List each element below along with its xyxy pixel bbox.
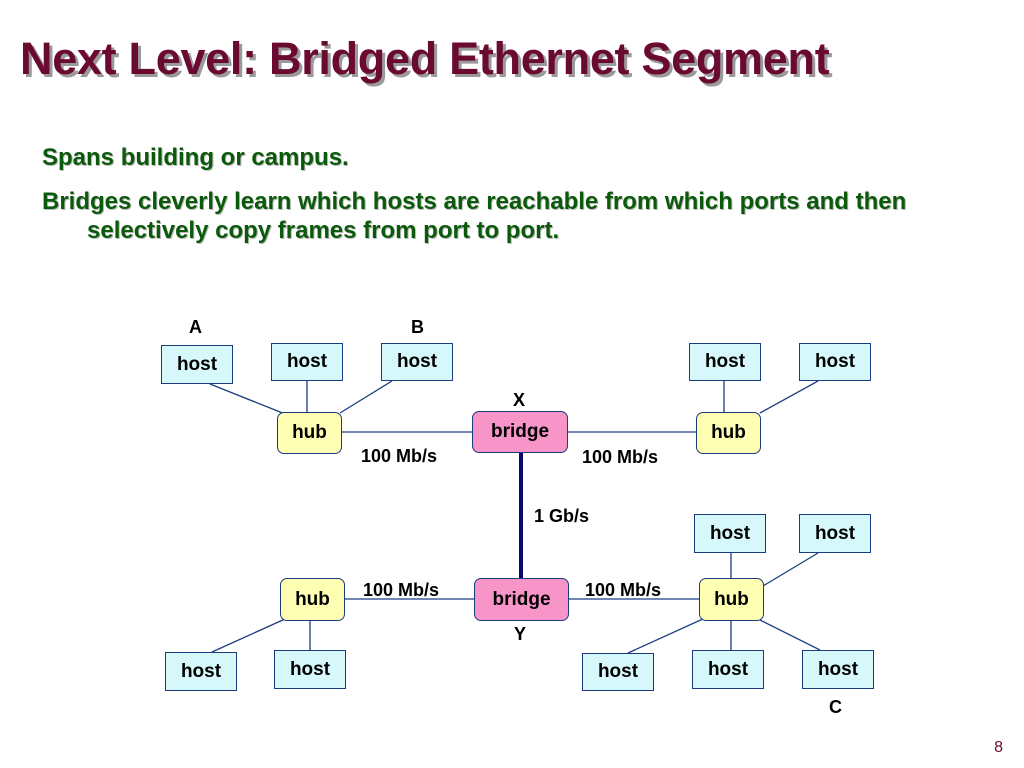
bridge-y[interactable]: bridge — [474, 578, 569, 621]
link-host-5-hub — [759, 380, 819, 414]
host-lower-right-top-1[interactable]: host — [694, 514, 766, 553]
page-number: 8 — [994, 739, 1003, 756]
host-b[interactable]: host — [381, 343, 453, 381]
link-hub-host-c — [757, 618, 821, 651]
host-top-left-2[interactable]: host — [271, 343, 343, 381]
host-label-a: A — [189, 317, 202, 337]
host-label-b: B — [411, 317, 424, 337]
bullet-spans: Spans building or campus. — [42, 144, 349, 171]
link-hub-host-8 — [627, 617, 706, 654]
host-label-c: C — [829, 697, 842, 717]
host-top-right-1[interactable]: host — [689, 343, 761, 381]
host-lower-right-top-2[interactable]: host — [799, 514, 871, 553]
hub-top-right[interactable]: hub — [696, 412, 761, 454]
link-speed-bridge-y-hub: 100 Mb/s — [585, 580, 662, 600]
hub-lower-left[interactable]: hub — [280, 578, 345, 621]
bridge-label-y: Y — [514, 624, 527, 644]
link-speed-hub-bridge-x: 100 Mb/s — [361, 446, 438, 466]
bullet-bridges: Bridges cleverly learn which hosts are r… — [42, 188, 907, 244]
host-lower-left-2[interactable]: host — [274, 650, 346, 689]
link-speed-backbone: 1 Gb/s — [534, 506, 590, 526]
bridge-label-x: X — [513, 390, 526, 410]
bridge-x[interactable]: bridge — [472, 411, 568, 453]
link-host-b-hub — [339, 380, 393, 414]
hub-lower-right[interactable]: hub — [699, 578, 764, 621]
slide-title: Next Level: Bridged Ethernet Segment — [20, 33, 830, 84]
host-top-right-2[interactable]: host — [799, 343, 871, 381]
link-hub-host-lower-left-1 — [211, 618, 286, 653]
host-lower-right-1[interactable]: host — [582, 653, 654, 691]
host-a[interactable]: host — [161, 345, 233, 384]
hub-top-left[interactable]: hub — [277, 412, 342, 454]
link-host-a-hub — [209, 383, 286, 415]
host-c[interactable]: host — [802, 650, 874, 689]
host-lower-left-1[interactable]: host — [165, 652, 237, 691]
host-lower-right-2[interactable]: host — [692, 650, 764, 689]
link-host-7-hub — [762, 552, 819, 587]
link-speed-bridge-x-hub: 100 Mb/s — [582, 447, 659, 467]
link-speed-hub-bridge-y: 100 Mb/s — [363, 580, 440, 600]
